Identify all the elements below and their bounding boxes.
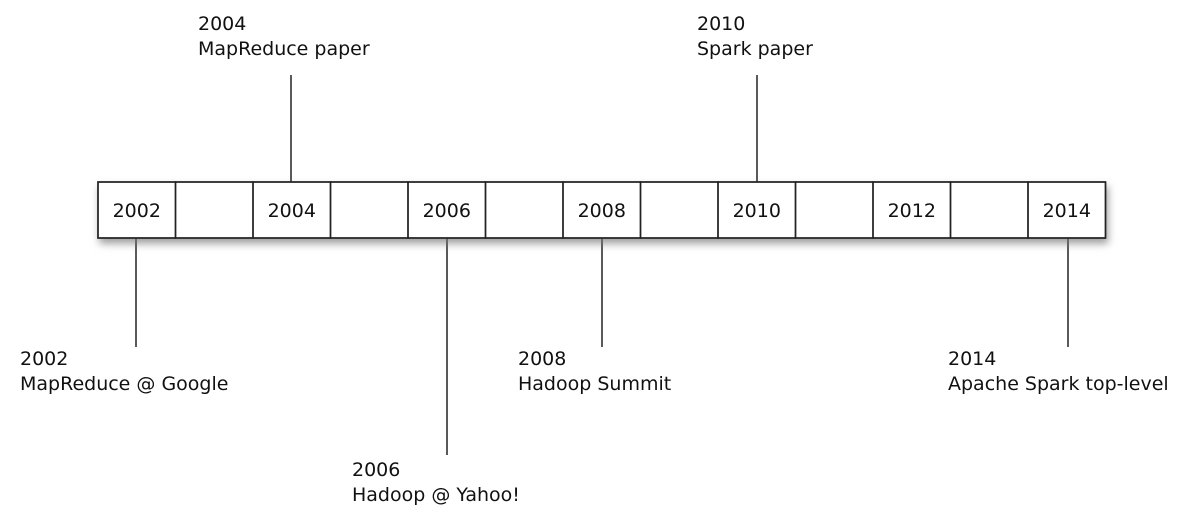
timeline-year-label: 2008 — [578, 200, 626, 222]
timeline-bar: 2002 2004 2006 2008 2010 2012 2014 — [97, 181, 1107, 239]
event-year-2004: 2004 — [198, 13, 247, 35]
event-description-2006: Hadoop @ Yahoo! — [352, 484, 520, 506]
event-description-2010: Spark paper — [697, 38, 813, 60]
timeline-year-label: 2014 — [1043, 200, 1091, 222]
event-year-2008: 2008 — [518, 348, 567, 370]
event-description-2004: MapReduce paper — [198, 38, 370, 60]
event-year-2006: 2006 — [352, 459, 401, 481]
timeline-year-label: 2006 — [423, 200, 471, 222]
event-year-2014: 2014 — [948, 348, 997, 370]
timeline-year-label: 2010 — [733, 200, 781, 222]
event-description-2014: Apache Spark top-level — [948, 373, 1169, 395]
event-description-2008: Hadoop Summit — [518, 373, 672, 395]
event-connectors — [135, 75, 1069, 455]
event-year-2010: 2010 — [697, 13, 746, 35]
timeline-year-label: 2012 — [888, 200, 936, 222]
timeline-year-label: 2004 — [268, 200, 316, 222]
timeline-cell — [1027, 181, 1107, 239]
timeline-year-label: 2002 — [113, 200, 161, 222]
event-description-2002: MapReduce @ Google — [20, 373, 229, 395]
event-year-2002: 2002 — [20, 348, 69, 370]
